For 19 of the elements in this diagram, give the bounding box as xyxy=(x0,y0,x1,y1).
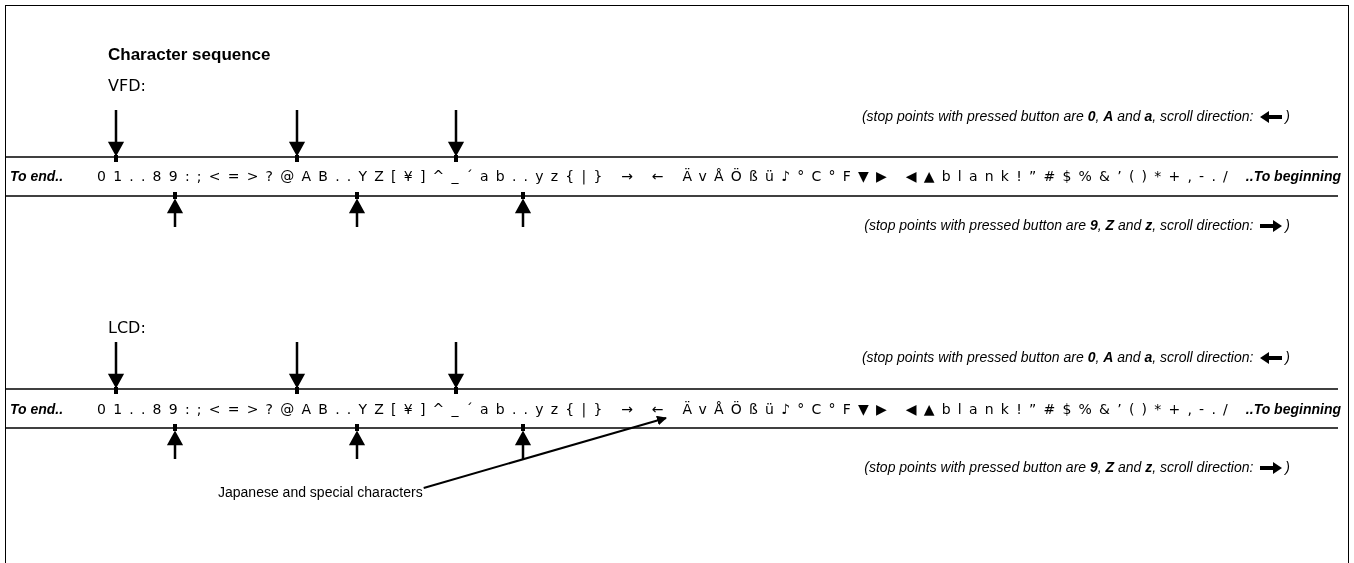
sequence-beginning-label: ..To beginning xyxy=(1245,168,1341,184)
section-label: VFD: xyxy=(108,76,146,95)
sequence-beginning-label: ..To beginning xyxy=(1245,401,1341,417)
character-sequence: 01..89:;<=>?@AB..YZ[¥]^_´ab..yz{|} → ← ÄvÅÖßü♪°C°F▼▶ ◀▲blank!”#$%&’()*+,-./ xyxy=(97,401,1235,417)
stop-point-note: (stop points with pressed button are 0, A and a, scroll direction: xyxy=(861,108,1255,124)
stop-point-note: (stop points with pressed button are 0, A and a, scroll direction: xyxy=(861,349,1255,365)
stop-point-note: (stop points with pressed button are 9, Z and z, scroll direction: xyxy=(864,217,1255,233)
closing-parenthesis: ) xyxy=(1285,217,1290,233)
title: Character sequence xyxy=(108,45,271,65)
sequence-end-label: To end.. xyxy=(10,168,64,184)
closing-parenthesis: ) xyxy=(1285,459,1290,475)
callout-text: Japanese and special characters xyxy=(218,484,423,500)
closing-parenthesis: ) xyxy=(1285,108,1290,124)
stop-point-note: (stop points with pressed button are 9, Z and z, scroll direction: xyxy=(864,459,1255,475)
character-sequence: 01..89:;<=>?@AB..YZ[¥]^_´ab..yz{|} → ← ÄvÅÖßü♪°C°F▼▶ ◀▲blank!”#$%&’()*+,-./ xyxy=(97,168,1235,184)
section-label: LCD: xyxy=(108,318,146,337)
leader-line xyxy=(422,415,667,489)
closing-parenthesis: ) xyxy=(1285,349,1290,365)
sequence-end-label: To end.. xyxy=(10,401,64,417)
